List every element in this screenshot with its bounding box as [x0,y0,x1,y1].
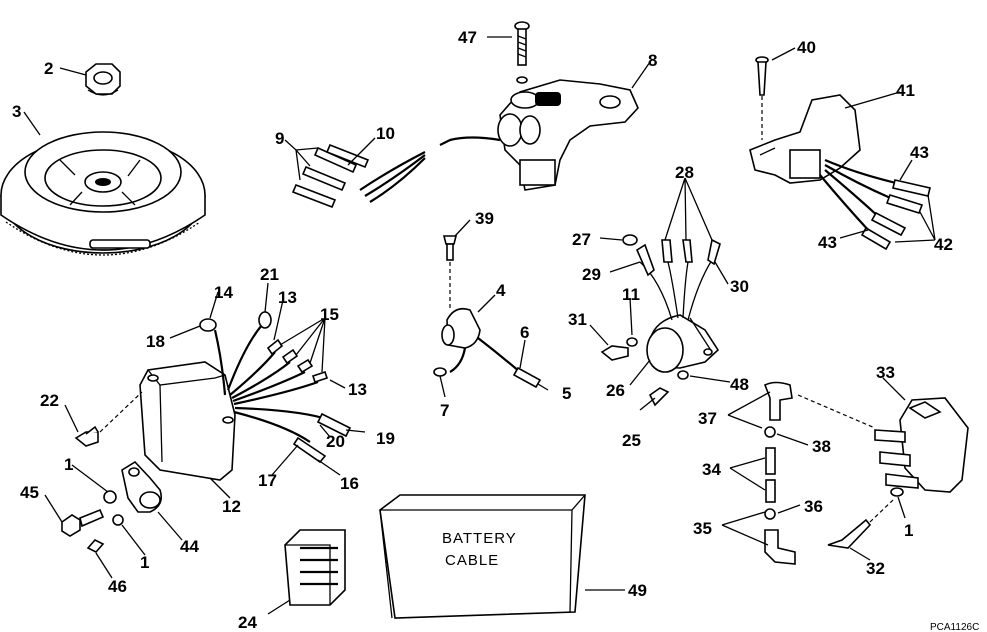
callout-33: 33 [876,363,895,382]
callout-1-left-bottom: 1 [140,553,149,572]
callout-36: 36 [804,497,823,516]
callout-44: 44 [180,537,199,556]
callout-28: 28 [675,163,694,182]
callout-9: 9 [275,129,284,148]
screw-45 [61,508,105,537]
callout-labels: 2 3 47 8 9 10 40 41 43 42 43 28 27 29 30… [12,28,953,632]
callout-1-right: 1 [904,521,913,540]
callout-11: 11 [622,285,640,304]
timer-base [497,76,639,191]
callout-13-bottom: 13 [348,380,367,399]
boots-and-wire [763,381,876,565]
screw-39 [442,235,458,308]
callout-6: 6 [520,323,529,342]
callout-17: 17 [258,471,277,490]
callout-40: 40 [797,38,816,57]
screw-22 [74,391,143,447]
callout-47: 47 [458,28,477,47]
callout-26: 26 [606,381,625,400]
battery-box-line2: CABLE [445,552,499,569]
flywheel-nut [85,63,121,96]
callout-25: 25 [622,431,641,450]
callout-46: 46 [108,577,127,596]
stator-leads [291,136,501,209]
callout-21: 21 [260,265,279,284]
callout-39: 39 [475,209,494,228]
callout-20: 20 [326,432,345,451]
rectifier-4 [433,307,542,389]
callout-4: 4 [496,281,506,300]
callout-7: 7 [440,401,449,420]
battery-cable-box: BATTERY CABLE [379,494,586,619]
callout-30: 30 [730,277,749,296]
screw-46 [86,539,105,553]
callout-27: 27 [572,230,591,249]
callout-1-left-top: 1 [64,455,73,474]
callout-14: 14 [214,283,233,302]
callout-37: 37 [698,409,717,428]
power-pack-12 [139,361,236,481]
solenoid-26 [622,234,721,373]
callout-12: 12 [222,497,241,516]
battery-box-line1: BATTERY [442,530,517,547]
screw-47 [514,21,530,66]
drawing-code: PCA1126C [930,622,979,632]
flywheel [0,131,206,256]
callout-41: 41 [896,81,915,100]
callout-35: 35 [693,519,712,538]
washer-1 [103,490,124,526]
callout-16: 16 [340,474,359,493]
callout-19: 19 [376,429,395,448]
callout-29: 29 [582,265,601,284]
callout-5: 5 [562,384,571,403]
callout-34: 34 [702,460,721,479]
screw-40 [755,56,769,140]
leader-lines [23,36,936,615]
bracket-44 [121,460,163,513]
callout-32: 32 [866,559,885,578]
power-pack-harness [199,311,352,464]
callout-49: 49 [628,581,647,600]
callout-22: 22 [40,391,59,410]
callout-45: 45 [20,483,39,502]
callout-48: 48 [730,375,749,394]
callout-10: 10 [376,124,395,143]
callout-43-bottom: 43 [818,233,837,252]
callout-38: 38 [812,437,831,456]
terminal-block-24 [284,529,346,606]
ignition-module-41 [749,94,931,251]
callout-31: 31 [568,310,587,329]
callout-15: 15 [320,305,339,324]
callout-42: 42 [934,235,953,254]
callout-24: 24 [238,613,257,632]
callout-3: 3 [12,102,21,121]
callout-18: 18 [146,332,165,351]
callout-2: 2 [44,59,53,78]
screw-25 [648,370,689,407]
screw-32 [827,499,894,549]
callout-43-top: 43 [910,143,929,162]
callout-8: 8 [648,51,657,70]
screw-31 [600,337,638,361]
ignition-coil-33 [874,397,969,497]
callout-13-top: 13 [278,288,297,307]
